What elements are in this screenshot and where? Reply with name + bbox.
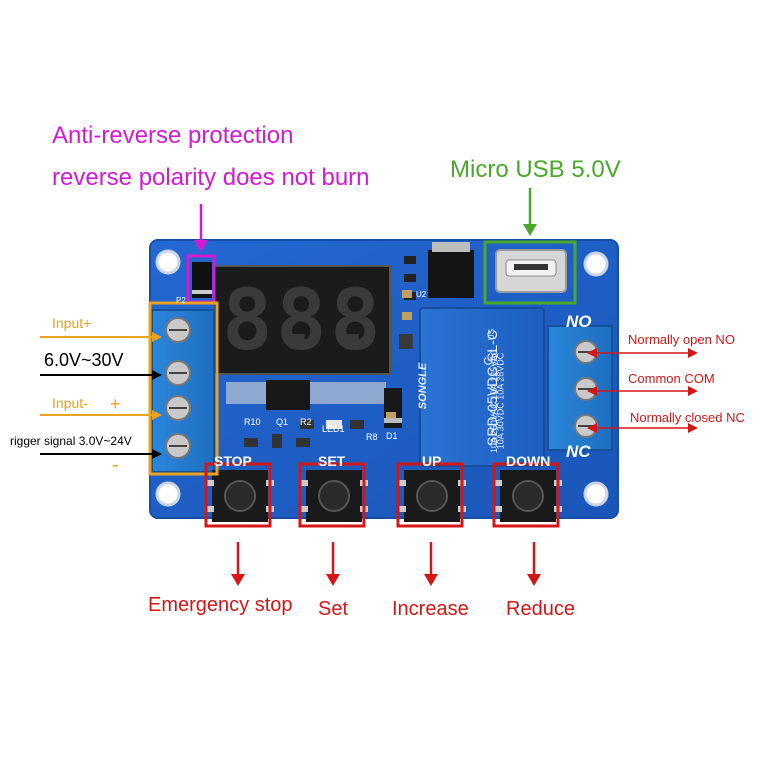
- set-push-button: [300, 470, 368, 522]
- silk-r8: R8: [366, 432, 378, 442]
- up-highlight-box: [396, 462, 464, 528]
- stop-push-button: [206, 470, 274, 522]
- stop-highlight-box: [204, 462, 272, 528]
- common-label: Common COM: [628, 371, 715, 386]
- voltage-range-label: 6.0V~30V: [44, 350, 124, 370]
- plus-sign: +: [110, 394, 121, 414]
- input-highlight-box: [148, 301, 219, 476]
- silk-stop: STOP: [214, 453, 252, 469]
- silk-u2: U2: [416, 290, 427, 299]
- set-highlight-box: [298, 462, 366, 528]
- transistor: [266, 380, 310, 410]
- silk-r2: R2: [300, 417, 312, 427]
- down-highlight-box: [492, 462, 560, 528]
- relay-brand: SONGLE: [417, 362, 430, 410]
- down-push-button: [494, 470, 562, 522]
- display-digit: 8.: [330, 271, 432, 369]
- relay: [419, 307, 545, 467]
- silk-q1: Q1: [276, 417, 289, 427]
- display-digit: 8.: [222, 271, 324, 369]
- reduce-label: Reduce: [506, 598, 575, 620]
- input-minus-label: Input-: [52, 395, 88, 411]
- display-digit: 8.: [276, 271, 378, 369]
- silk-nc: NC: [566, 442, 591, 461]
- up-push-button: [398, 470, 466, 522]
- silk-r10: R10: [244, 417, 261, 427]
- relay-c-mark: C: [481, 356, 496, 366]
- voltage-regulator: [428, 250, 474, 298]
- anti-reverse-label: Anti-reverse protection: [52, 122, 294, 149]
- silk-d1: D1: [386, 431, 398, 441]
- silk-no: NO: [566, 312, 592, 331]
- silk-p2: P2: [176, 296, 186, 305]
- input-plus-label: Input+: [52, 315, 92, 331]
- mounting-hole: [583, 251, 609, 277]
- protection-diode: [192, 262, 212, 298]
- trigger-signal-label: rigger signal 3.0V~24V: [10, 434, 132, 448]
- mounting-hole: [155, 249, 181, 275]
- micro-usb-label: Micro USB 5.0V: [450, 156, 621, 183]
- reverse-polarity-label: reverse polarity does not burn: [52, 164, 370, 191]
- emergency-stop-label: Emergency stop: [148, 594, 293, 616]
- normally-closed-label: Normally closed NC: [630, 410, 745, 425]
- silk-set: SET: [318, 453, 346, 469]
- set-label: Set: [318, 598, 349, 620]
- silk-up: UP: [422, 453, 442, 469]
- silk-down: DOWN: [506, 453, 551, 469]
- relay-us-mark: US: [487, 328, 497, 341]
- relay-rating-2: 10A 30VDC 10A 28VDC: [495, 352, 506, 450]
- normally-open-label: Normally open NO: [628, 332, 735, 347]
- mounting-hole: [583, 481, 609, 507]
- usb-highlight-box: [483, 240, 577, 305]
- increase-label: Increase: [392, 598, 469, 620]
- mounting-hole: [155, 481, 181, 507]
- silk-led1: LED1: [322, 424, 345, 434]
- minus-sign: -: [112, 454, 119, 476]
